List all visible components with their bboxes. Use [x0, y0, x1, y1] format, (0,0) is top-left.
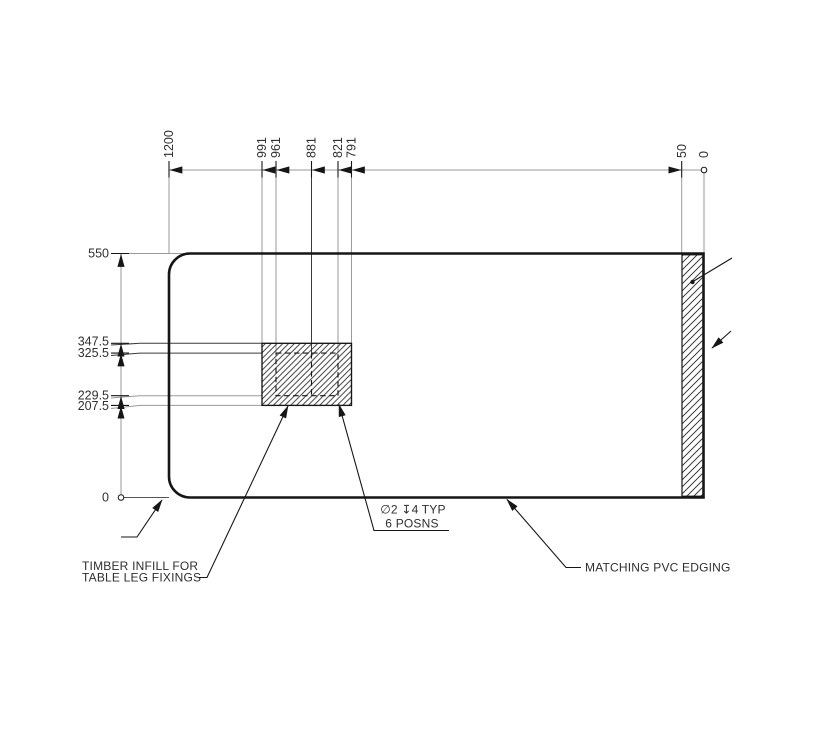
dim-label-0-left: 0	[102, 491, 109, 505]
edging-leader-dot-line	[692, 257, 733, 282]
dim-label-550: 550	[88, 247, 109, 261]
corner-radius-leader	[121, 499, 163, 538]
dimension-ticks	[111, 161, 683, 406]
dim-label-821: 821	[331, 137, 345, 158]
dim-label-1200: 1200	[162, 130, 176, 158]
dim-label-0-top: 0	[697, 151, 711, 158]
leader-dot	[690, 279, 695, 285]
left-dimension-labels: 550 347.5 325.5 229.5 207.5 0	[78, 247, 109, 505]
dim-label-229-5: 229.5	[78, 389, 109, 403]
table-top-outline	[167, 252, 705, 499]
dim-label-991: 991	[255, 137, 269, 158]
edging-leader-arrow-line	[711, 330, 732, 349]
datum-circle-top	[700, 166, 708, 174]
pvc-leader	[506, 498, 581, 569]
holes-leader	[338, 403, 449, 532]
timber-callout-line2: TABLE LEG FIXINGS	[82, 571, 201, 585]
dim-label-347-5: 347.5	[78, 335, 109, 349]
pvc-edging-hatch	[681, 254, 705, 497]
dim-label-961: 961	[269, 137, 283, 158]
dim-label-207-5: 207.5	[78, 399, 109, 413]
holes-callout-line1: ∅2 ↧4 TYP	[380, 503, 445, 517]
pvc-callout: MATCHING PVC EDGING	[585, 561, 731, 575]
holes-callout-line2: 6 POSNS	[385, 517, 438, 531]
timber-callout-line1: TIMBER INFILL FOR	[82, 559, 198, 573]
dimension-arrows	[117, 166, 682, 419]
top-dimension-labels: 1200 991 961 881 821 791 50 0	[162, 130, 711, 158]
dimension-lines	[120, 169, 704, 498]
datum-circle-left	[117, 494, 125, 501]
dim-label-881: 881	[305, 137, 319, 158]
timber-leader	[199, 405, 289, 579]
dim-label-791: 791	[345, 137, 359, 158]
leader-lines	[121, 257, 733, 579]
table-top-face	[169, 253, 704, 498]
dim-label-50: 50	[675, 144, 689, 158]
hidden-fixing-layout	[275, 352, 339, 397]
dim-label-325-5: 325.5	[78, 346, 109, 360]
callout-texts: ∅2 ↧4 TYP 6 POSNS TIMBER INFILL FOR TABL…	[82, 503, 731, 585]
